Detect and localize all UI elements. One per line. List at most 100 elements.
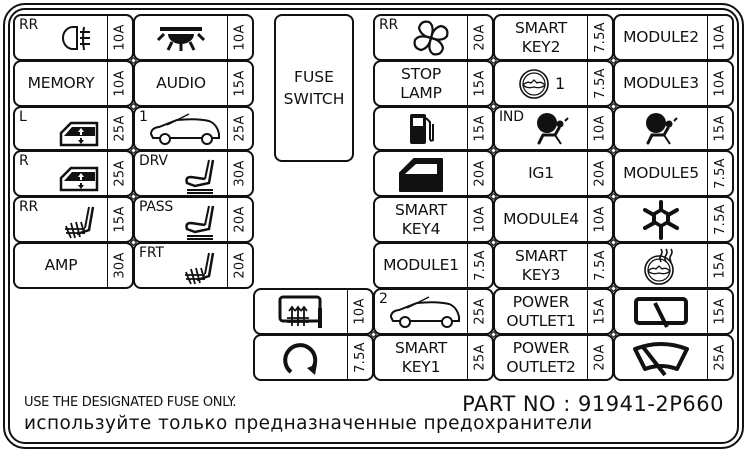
fuse-amperage: 15A — [472, 115, 488, 142]
room-lamp-icon — [156, 26, 206, 51]
fuse-switch-label-line2: SWITCH — [283, 90, 345, 108]
fuse-power-outlet2[interactable]: POWER OUTLET2 20A — [493, 334, 614, 381]
fuse-power-tailgate-1[interactable]: 1 25A — [133, 106, 254, 151]
fuse-amperage: 20A — [472, 160, 488, 187]
fuse-label-line1: SMART — [515, 18, 567, 37]
fuse-amperage: 10A — [472, 206, 488, 233]
fuse-front-wiper[interactable]: 25A — [613, 334, 734, 381]
fuse-power-outlet1[interactable]: POWER OUTLET1 15A — [493, 288, 614, 335]
fuse-passenger-power-seat[interactable]: PASS 20A — [133, 196, 254, 243]
fuse-airbag[interactable]: 15A — [613, 106, 734, 151]
seat-heater-icon — [65, 206, 95, 238]
fuse-amp[interactable]: AMP 30A — [13, 242, 134, 289]
fuse-label: MODULE5 — [623, 164, 699, 182]
fuse-rear-defroster[interactable]: 10A — [253, 288, 374, 335]
designated-fuse-notice: USE THE DESIGNATED FUSE ONLY. — [24, 395, 237, 410]
fuse-panel-outer-border — [3, 3, 744, 449]
fuse-amperage: 7.5A — [592, 250, 608, 281]
fuse-smart-key4[interactable]: SMART KEY4 10A — [373, 196, 494, 243]
fuse-amperage: 15A — [712, 252, 728, 279]
fuse-amperage: 10A — [712, 70, 728, 97]
fuse-amperage: 10A — [112, 70, 128, 97]
fuse-module3[interactable]: MODULE3 10A — [613, 60, 734, 107]
fuse-door-lock[interactable]: 20A — [373, 150, 494, 197]
fuse-air-conditioner[interactable]: 7.5A — [613, 196, 734, 243]
fuse-label-line2: OUTLET1 — [506, 311, 576, 330]
fuse-fuel-lid[interactable]: 15A — [373, 106, 494, 151]
fuse-tag: RR — [19, 199, 39, 215]
fuse-tag: 1 — [139, 109, 148, 125]
fuse-amperage: 7.5A — [592, 68, 608, 99]
fuse-amperage: 20A — [232, 206, 248, 233]
airbag-icon — [646, 112, 678, 145]
power-seat-icon — [185, 205, 215, 240]
heated-steering-icon — [644, 248, 674, 285]
fuse-power-tailgate-2[interactable]: 2 25A — [373, 288, 494, 335]
power-tailgate-icon — [389, 295, 460, 328]
fuse-ecu-loop[interactable]: 7.5A — [253, 334, 374, 381]
fuse-label-line2: OUTLET2 — [506, 357, 576, 376]
fuse-rear-seat-heater[interactable]: RR 15A — [13, 196, 134, 243]
fuel-lid-icon — [410, 113, 434, 144]
fuse-switch[interactable]: FUSE SWITCH — [274, 14, 354, 162]
fuse-label-line1: SMART — [515, 246, 567, 265]
fuse-amperage: 15A — [712, 298, 728, 325]
fuse-smart-key3[interactable]: SMART KEY3 7.5A — [493, 242, 614, 289]
fuse-audio[interactable]: AUDIO 15A — [133, 60, 254, 107]
rear-fog-lamp-icon — [62, 25, 90, 50]
fuse-driver-power-seat[interactable]: DRV 30A — [133, 150, 254, 197]
fuse-amperage: 30A — [232, 160, 248, 187]
fuse-label-line2: KEY3 — [521, 265, 561, 284]
fuse-amperage: 7.5A — [472, 250, 488, 281]
fuse-tag: RR — [379, 17, 399, 33]
fuse-heated-steering[interactable]: 15A — [613, 242, 734, 289]
fuse-rear-wiper[interactable]: 15A — [613, 288, 734, 335]
fuse-amperage: 10A — [592, 206, 608, 233]
fuse-rear-fog-lamp[interactable]: RR 10A — [13, 14, 134, 61]
fuse-module4[interactable]: MODULE4 10A — [493, 196, 614, 243]
fuse-amperage: 7.5A — [712, 158, 728, 189]
fuse-tag: FRT — [139, 245, 164, 261]
fuse-label-line1: STOP — [400, 64, 442, 83]
fuse-steering-1[interactable]: 1 7.5A — [493, 60, 614, 107]
power-window-icon — [59, 166, 99, 191]
fuse-rear-blower[interactable]: RR 20A — [373, 14, 494, 61]
fuse-power-window-left[interactable]: L 25A — [13, 106, 134, 151]
ecu-loop-icon — [283, 342, 318, 375]
air-conditioner-icon — [643, 199, 679, 240]
fuse-amperage: 10A — [232, 24, 248, 51]
fuse-amperage: 10A — [352, 298, 368, 325]
fuse-smart-key1[interactable]: SMART KEY1 25A — [373, 334, 494, 381]
fuse-tag: RR — [19, 17, 39, 33]
fuse-amperage: 20A — [592, 160, 608, 187]
fuse-amperage: 15A — [472, 70, 488, 97]
fuse-power-window-right[interactable]: R 25A — [13, 150, 134, 197]
fuse-tag: 2 — [379, 291, 388, 307]
fuse-amperage: 15A — [232, 70, 248, 97]
fuse-amperage: 10A — [592, 115, 608, 142]
fuse-stop-lamp[interactable]: STOP LAMP 15A — [373, 60, 494, 107]
fuse-label: IG1 — [528, 164, 554, 182]
fuse-memory[interactable]: MEMORY 10A — [13, 60, 134, 107]
fuse-room-lamp[interactable]: 10A — [133, 14, 254, 61]
fuse-ig1[interactable]: IG1 20A — [493, 150, 614, 197]
fuse-amperage: 20A — [232, 252, 248, 279]
fuse-amperage: 25A — [112, 160, 128, 187]
fuse-label-line1: SMART — [395, 200, 447, 219]
fuse-module2[interactable]: MODULE2 10A — [613, 14, 734, 61]
fuse-module5[interactable]: MODULE5 7.5A — [613, 150, 734, 197]
fuse-module1[interactable]: MODULE1 7.5A — [373, 242, 494, 289]
front-wiper-icon — [633, 341, 689, 376]
fuse-tag: L — [19, 109, 27, 125]
fuse-amperage: 20A — [472, 24, 488, 51]
fuse-tag: DRV — [139, 153, 168, 169]
fuse-smart-key2[interactable]: SMART KEY2 7.5A — [493, 14, 614, 61]
fuse-front-seat-heater[interactable]: FRT 20A — [133, 242, 254, 289]
fuse-label: AUDIO — [156, 74, 206, 92]
fuse-amperage: 20A — [592, 344, 608, 371]
fuse-airbag-indicator[interactable]: IND 10A — [493, 106, 614, 151]
fuse-label-line1: POWER — [512, 338, 570, 357]
fuse-tag: PASS — [139, 199, 174, 215]
fuse-amperage: 25A — [472, 298, 488, 325]
fuse-label: MEMORY — [27, 74, 95, 92]
